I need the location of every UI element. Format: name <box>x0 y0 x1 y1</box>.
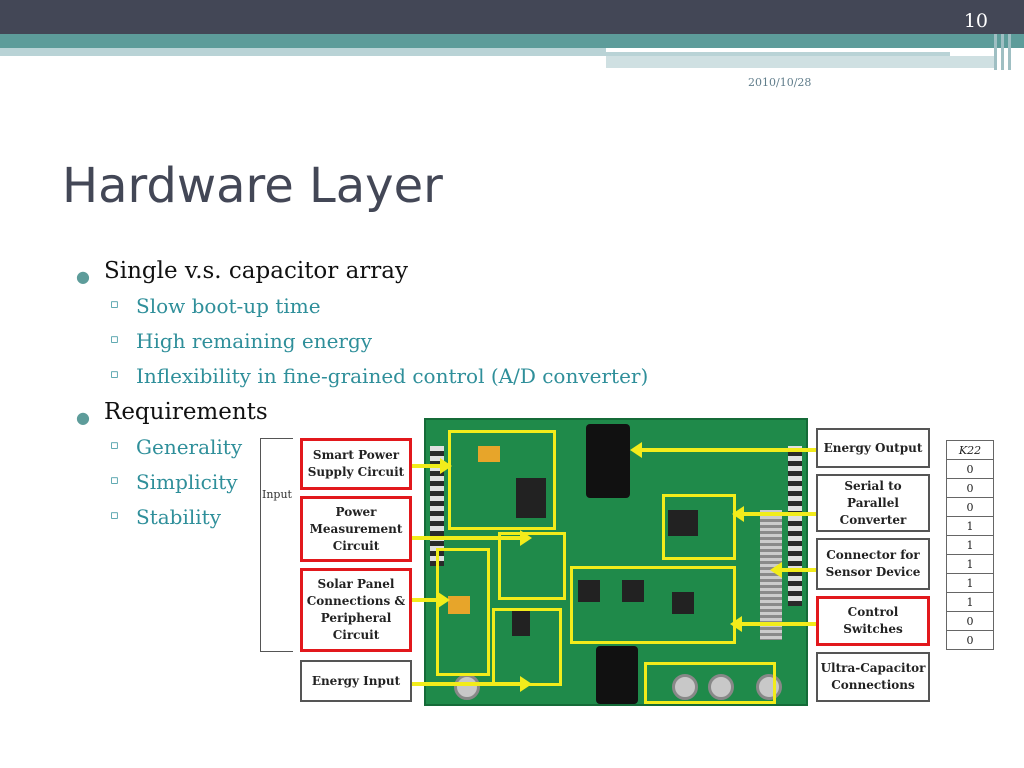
label-sensor-connector: Connector for Sensor Device <box>816 538 930 590</box>
arrow <box>412 536 522 540</box>
arrow <box>740 622 816 626</box>
chip <box>622 580 644 602</box>
inductor <box>516 478 546 518</box>
label-energy-output: Energy Output <box>816 428 930 468</box>
label-control-switches: Control Switches <box>816 596 930 646</box>
power-jack <box>586 424 630 498</box>
bullet-item: ● Requirements <box>76 399 648 435</box>
input-bracket <box>260 438 293 652</box>
square-bullet-icon: ▫ <box>110 438 119 453</box>
sub-bullet-text: High remaining energy <box>136 329 373 353</box>
decor-stripes <box>994 34 1016 70</box>
bullet-text: Requirements <box>104 399 268 425</box>
highlight-supply <box>448 430 556 530</box>
screw-terminal <box>756 674 782 700</box>
arrow <box>412 598 440 602</box>
white-band <box>606 48 996 52</box>
chip <box>578 580 600 602</box>
table-cell: 0 <box>946 497 994 517</box>
bullet-dot-icon: ● <box>76 408 90 427</box>
arrow <box>412 464 442 468</box>
chip <box>672 592 694 614</box>
sub-bullet-item: ▫ Stability <box>76 505 648 540</box>
capacitor <box>448 596 470 614</box>
sub-bullet-item: ▫ High remaining energy <box>76 329 648 364</box>
highlight-solar <box>436 548 490 676</box>
highlight-peripheral <box>492 608 562 686</box>
label-power-measurement: Power Measurement Circuit <box>300 496 412 562</box>
sub-bullet-item: ▫ Inflexibility in fine-grained control (… <box>76 364 648 399</box>
bullet-list: ● Single v.s. capacitor array ▫ Slow boot-… <box>76 258 648 540</box>
top-bar <box>0 0 1024 34</box>
arrow-left-icon <box>770 562 782 578</box>
screw-terminal <box>672 674 698 700</box>
arrow <box>412 682 522 686</box>
highlight-measurement <box>498 532 566 600</box>
light-band <box>0 48 950 56</box>
square-bullet-icon: ▫ <box>110 367 119 382</box>
chip <box>668 510 698 536</box>
capacitor <box>478 446 500 462</box>
bullet-dot-icon: ● <box>76 267 90 286</box>
table-header-text: K22 <box>958 443 982 457</box>
sub-bullet-text: Generality <box>136 435 243 459</box>
sub-bullet-text: Stability <box>136 505 221 529</box>
table-cell: 0 <box>946 630 994 650</box>
highlight-switches <box>570 566 736 644</box>
slide-number: 10 <box>963 10 988 32</box>
arrow <box>780 568 816 572</box>
label-smart-power-supply: Smart Power Supply Circuit <box>300 438 412 490</box>
screw-terminal <box>454 674 480 700</box>
screw-terminal <box>708 674 734 700</box>
table-cell: 0 <box>946 478 994 498</box>
label-energy-input: Energy Input <box>300 660 412 702</box>
input-jack <box>596 646 638 704</box>
sub-bullet-item: ▫ Simplicity <box>76 470 648 505</box>
arrow <box>640 448 816 452</box>
table-header: K22 <box>946 440 994 460</box>
label-ultra-capacitor: Ultra-Capacitor Connections <box>816 652 930 702</box>
square-bullet-icon: ▫ <box>110 508 119 523</box>
table-cell: 1 <box>946 592 994 612</box>
sub-bullet-text: Inflexibility in fine-grained control (A… <box>136 364 649 388</box>
table-cell: 0 <box>946 459 994 479</box>
bullet-text: Single v.s. capacitor array <box>104 258 408 284</box>
highlight-serial <box>662 494 736 560</box>
table-cell: 1 <box>946 516 994 536</box>
input-label: Input <box>262 488 292 501</box>
circuit-board <box>424 418 808 706</box>
label-serial-parallel: Serial to Parallel Converter <box>816 474 930 532</box>
table-cell: 1 <box>946 535 994 555</box>
label-solar-panel: Solar Panel Connections & Peripheral Cir… <box>300 568 412 652</box>
arrow-right-icon <box>440 458 452 474</box>
arrow <box>742 512 816 516</box>
arrow-right-icon <box>520 676 532 692</box>
sub-bullet-text: Simplicity <box>136 470 238 494</box>
slide-date: 2010/10/28 <box>748 76 812 89</box>
sub-bullet-item: ▫ Generality <box>76 435 648 470</box>
teal-band <box>0 34 1024 48</box>
arrow-left-icon <box>630 442 642 458</box>
pin-header <box>788 446 802 606</box>
arrow-left-icon <box>732 506 744 522</box>
bullet-item: ● Single v.s. capacitor array <box>76 258 648 294</box>
table-cell: 0 <box>946 611 994 631</box>
square-bullet-icon: ▫ <box>110 473 119 488</box>
arrow-right-icon <box>438 592 450 608</box>
hardware-figure: Input Smart P <box>260 416 1000 708</box>
square-bullet-icon: ▫ <box>110 332 119 347</box>
sub-bullet-text: Slow boot-up time <box>136 294 321 318</box>
chip <box>512 608 530 636</box>
sub-bullet-item: ▫ Slow boot-up time <box>76 294 648 329</box>
square-bullet-icon: ▫ <box>110 297 119 312</box>
arrow-right-icon <box>520 530 532 546</box>
light-band-right <box>606 56 996 68</box>
page-title: Hardware Layer <box>62 158 443 214</box>
table-cell: 1 <box>946 573 994 593</box>
highlight-capacitor-conn <box>644 662 776 704</box>
arrow-left-icon <box>730 616 742 632</box>
table-cell: 1 <box>946 554 994 574</box>
k22-table: K22 0 0 0 1 1 1 1 1 0 0 <box>946 440 994 650</box>
